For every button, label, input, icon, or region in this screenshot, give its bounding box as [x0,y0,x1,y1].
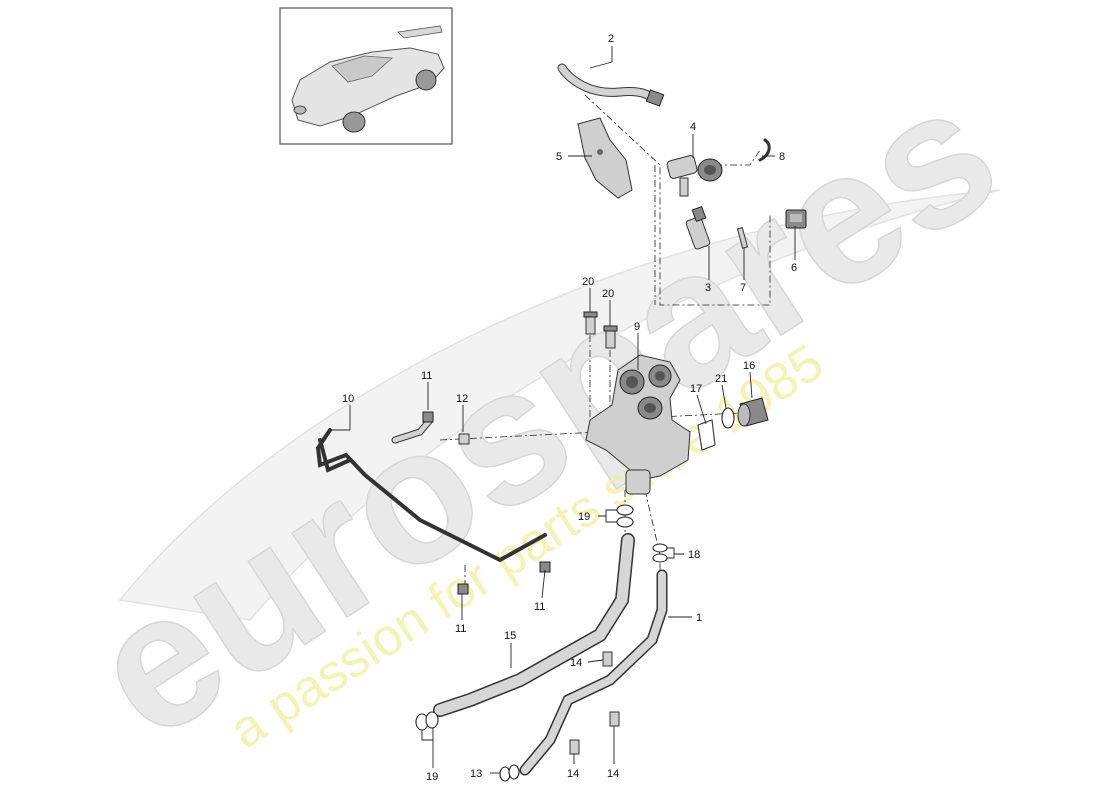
callout-1: 1 [696,612,702,624]
callout-17: 17 [690,383,702,395]
part-6-connector [785,209,807,229]
callout-2: 2 [608,33,614,45]
part-10-bleed-line [315,416,547,563]
callout-16: 16 [743,360,755,372]
callout-21: 21 [715,373,727,385]
part-8-wire [758,138,771,162]
callout-11-bottom: 11 [455,623,466,635]
car-rear-wheel [415,69,437,91]
callout-14-upper: 14 [570,657,582,669]
part-9-housing [585,354,691,495]
part-20-bolts [583,311,618,349]
callout-14-right: 14 [607,768,619,780]
part-4-valve [666,155,723,197]
callout-11-right: 11 [534,601,545,613]
part-3-sensor [685,206,711,250]
part-2-hose [557,63,665,107]
callout-12: 12 [456,393,468,405]
dash-box-right [584,94,771,306]
callout-20-right: 20 [602,288,614,300]
callout-14-left: 14 [567,768,579,780]
car-body [291,47,445,127]
part-12-fitting [458,433,470,445]
callout-labels: 2 4 5 8 6 3 7 20 20 9 11 10 12 17 21 16 … [342,33,797,783]
car-thumbnail [279,7,453,145]
part-18-orings [652,543,668,563]
car-front-wheel [342,111,366,133]
part-16-cap [737,397,769,427]
car-rear-wing [397,25,443,39]
callout-19-lower: 19 [426,771,438,783]
car-headlight [293,105,307,115]
callout-20-left: 20 [582,276,594,288]
callout-8: 8 [779,151,785,163]
callout-3: 3 [705,282,711,294]
watermark-swoosh [118,189,1001,621]
part-19-orings-lower [415,711,439,731]
callout-4: 4 [690,121,696,133]
part-1-pipe [519,569,668,776]
callout-11-top: 11 [421,370,432,382]
part-19-orings-upper [616,504,634,528]
callout-13: 13 [470,768,482,780]
callout-10: 10 [342,393,354,405]
callout-5: 5 [556,151,562,163]
callout-15: 15 [504,630,516,642]
part-17-gasket [697,419,716,451]
leader-lines [330,46,796,774]
part-5-bracket [577,117,633,199]
car-windshield [331,55,393,83]
part-7-pin [736,226,749,249]
part-15-pipe [433,533,635,717]
callout-6: 6 [791,262,797,274]
callout-7: 7 [740,282,746,294]
part-21-oring [721,407,735,429]
callout-9: 9 [634,321,640,333]
callout-19-upper: 19 [578,511,590,523]
part-13-orings [499,764,520,782]
part-14-bolts [569,651,620,755]
callout-18: 18 [688,549,700,561]
